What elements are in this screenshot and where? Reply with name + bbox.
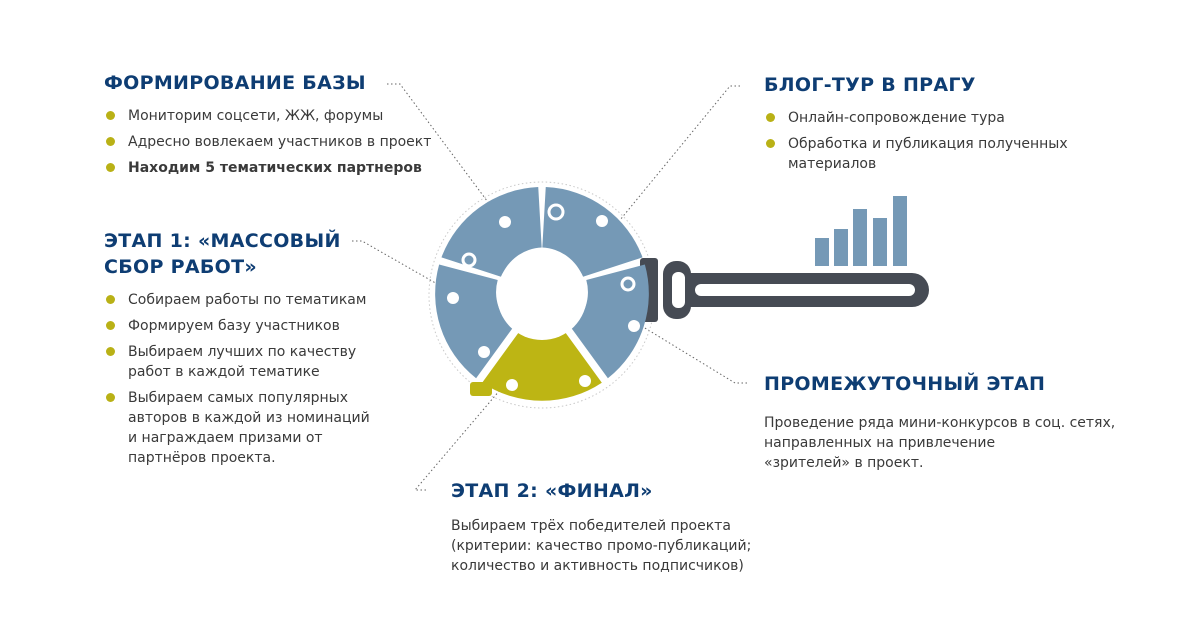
- connector-stage2: [413, 389, 501, 491]
- puzzle-ring: [435, 187, 649, 401]
- connector-base: [387, 83, 506, 226]
- block-stage1: ЭТАП 1: «МАССОВЫЙ СБОР РАБОТ» Собираем р…: [104, 228, 374, 474]
- bar-chart-icon: [815, 196, 907, 266]
- block-middle-title: ПРОМЕЖУТОЧНЫЙ ЭТАП: [764, 373, 1046, 395]
- puzzle-segment-right: [570, 264, 649, 379]
- list-item: Обработка и публикация полученных матери…: [764, 134, 1084, 174]
- block-base: ФОРМИРОВАНИЕ БАЗЫ Мониторим соцсети, ЖЖ,…: [104, 70, 444, 184]
- block-middle: ПРОМЕЖУТОЧНЫЙ ЭТАП Проведение ряда мини-…: [764, 371, 1144, 473]
- key-shaft: [640, 258, 929, 322]
- puzzle-segment-top-right: [542, 187, 643, 277]
- block-stage2: ЭТАП 2: «ФИНАЛ» Выбираем трёх победителе…: [451, 478, 781, 576]
- list-item: Собираем работы по тематикам: [104, 290, 374, 310]
- list-item: Мониторим соцсети, ЖЖ, форумы: [104, 106, 444, 126]
- block-blog-title: БЛОГ-ТУР В ПРАГУ: [764, 74, 976, 96]
- connector-blog: [619, 85, 740, 221]
- list-item: Выбираем самых популярных авторов в кажд…: [104, 388, 374, 468]
- block-blog: БЛОГ-ТУР В ПРАГУ Онлайн-сопровождение ту…: [764, 72, 1084, 180]
- block-base-title: ФОРМИРОВАНИЕ БАЗЫ: [104, 72, 366, 94]
- puzzle-knobs: [447, 203, 640, 391]
- connector-middle: [639, 324, 747, 384]
- connector-stage1: [352, 240, 461, 298]
- puzzle-tab-yellow: [470, 382, 492, 396]
- block-stage1-title: ЭТАП 1: «МАССОВЫЙ СБОР РАБОТ»: [104, 230, 341, 278]
- list-item: Выбираем лучших по качеству работ в кажд…: [104, 342, 374, 382]
- block-middle-text: Проведение ряда мини-конкурсов в соц. се…: [764, 415, 1116, 471]
- list-item: Онлайн-сопровождение тура: [764, 108, 1084, 128]
- list-item: Адресно вовлекаем участников в проект: [104, 132, 444, 152]
- list-item: Находим 5 тематических партнеров: [104, 158, 444, 178]
- block-stage2-text: Выбираем трёх победителей проекта (крите…: [451, 518, 752, 574]
- block-stage2-title: ЭТАП 2: «ФИНАЛ»: [451, 480, 653, 502]
- connector-lines: [352, 83, 747, 491]
- list-item: Формируем базу участников: [104, 316, 374, 336]
